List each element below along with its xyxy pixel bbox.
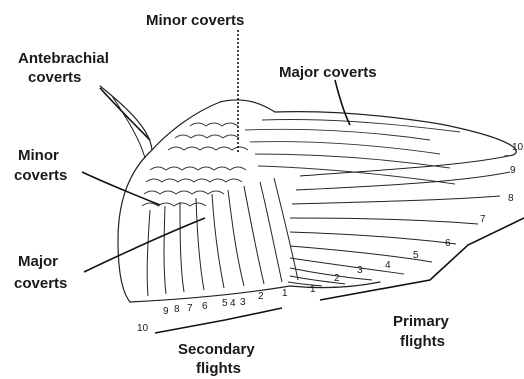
primary-label-line2: flights xyxy=(400,333,445,350)
primary-number: 5 xyxy=(413,250,419,261)
secondary-number: 7 xyxy=(187,303,193,314)
antebrachial-label-line1: Antebrachial xyxy=(18,50,109,67)
major-coverts-top-pointer xyxy=(335,80,350,125)
primary-number: 7 xyxy=(480,214,486,225)
secondary-number: 10 xyxy=(137,323,149,334)
antebrachial-label-line2: coverts xyxy=(28,69,81,86)
secondary-number: 9 xyxy=(163,306,169,317)
primary-number: 4 xyxy=(385,260,391,271)
secondary-number: 5 xyxy=(222,298,228,309)
primary-number: 9 xyxy=(510,165,516,176)
secondary-number: 6 xyxy=(202,301,208,312)
primary-number: 10 xyxy=(512,142,524,153)
major-coverts-left-label-line1: Major xyxy=(18,253,58,270)
minor-coverts-left-pointer xyxy=(82,172,160,205)
wing-illustration xyxy=(100,86,516,302)
minor-coverts-left-label-line1: Minor xyxy=(18,147,59,164)
minor-coverts-top-label: Minor coverts xyxy=(146,12,244,29)
primary-bracket xyxy=(320,218,524,300)
primary-number: 3 xyxy=(357,265,363,276)
secondary-number: 4 xyxy=(230,298,236,309)
primary-number: 2 xyxy=(334,273,340,284)
secondary-label-line1: Secondary xyxy=(178,341,255,358)
major-coverts-left-label-line2: coverts xyxy=(14,275,67,292)
secondary-number: 1 xyxy=(282,288,288,299)
antebrachial-pointer xyxy=(100,88,150,140)
major-coverts-left-pointer xyxy=(84,218,205,272)
primary-label-line1: Primary xyxy=(393,313,450,330)
primary-number: 6 xyxy=(445,238,451,249)
secondary-number: 3 xyxy=(240,297,246,308)
secondary-number: 8 xyxy=(174,304,180,315)
minor-coverts-left-label-line2: coverts xyxy=(14,167,67,184)
primary-number: 1 xyxy=(310,284,316,295)
primary-number: 8 xyxy=(508,193,514,204)
major-coverts-top-label: Major coverts xyxy=(279,64,377,81)
secondary-number: 2 xyxy=(258,291,264,302)
secondary-label-line2: flights xyxy=(196,360,241,377)
labels: Minor coverts Antebrachial coverts Major… xyxy=(14,12,450,377)
